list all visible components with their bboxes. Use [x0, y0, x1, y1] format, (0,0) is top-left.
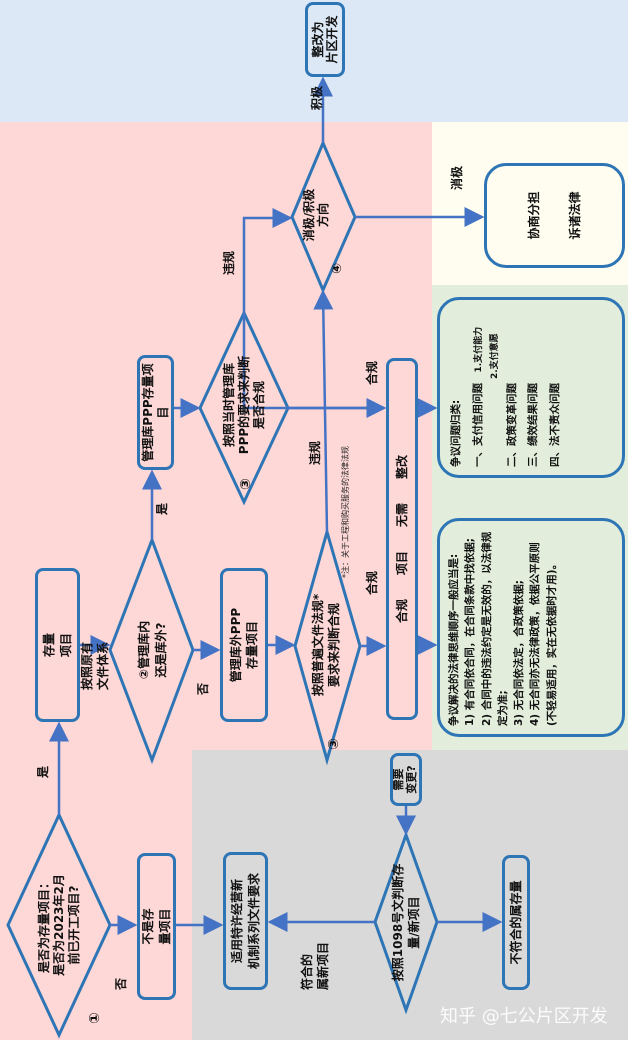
- label-no: 否: [114, 977, 128, 990]
- line: 存量: [42, 633, 57, 658]
- line: 前已开工项目?: [66, 885, 81, 965]
- sub: 1.支付能力: [473, 326, 484, 373]
- line: 属新项目: [315, 941, 330, 990]
- label-comply: 合规: [365, 570, 379, 595]
- watermark: 知乎 @七公片区开发: [440, 1006, 608, 1027]
- line: 2) 合同中的违法约定是无效的，以法律规定为准;: [480, 531, 509, 726]
- line: 诉诸法律: [568, 191, 583, 240]
- arrow: [242, 208, 293, 313]
- line: 存量项目: [245, 621, 259, 670]
- line: 合规 项目 无需 整改: [394, 455, 409, 624]
- label-comply: 合规: [365, 360, 379, 385]
- line: 整改为: [310, 21, 325, 58]
- line: 一、支付信用问题: [471, 383, 484, 467]
- q1-text: 是否为存量项目：是否为2023年2月前已开工项目?: [14, 835, 104, 1015]
- line: 项目: [58, 633, 73, 658]
- q3-general-text: 按照普遍文件法规*要求来判断合规: [300, 550, 352, 740]
- negotiate-box: 协商分担 诉诸法律: [484, 163, 625, 268]
- line: 按照原有: [80, 641, 94, 690]
- q3-footnote: *注：关于工程和购买服务的法律法规: [341, 446, 350, 578]
- line: 争议解决的法律思维顺序一般应当是:: [448, 553, 460, 726]
- title: 争议问题归类:: [450, 399, 462, 467]
- label-positive: 积极: [310, 85, 324, 110]
- sub: 2.支付意愿: [490, 333, 501, 379]
- inside-ppp-box: 管理库PPP存量项目: [137, 355, 174, 470]
- line: 量项目: [157, 908, 172, 945]
- line: 是否为存量项目：: [36, 877, 51, 974]
- line: 按照1098号文判断存: [390, 863, 405, 982]
- line: 符合的: [300, 953, 314, 990]
- q4-text: 消极/积极方向: [296, 170, 336, 260]
- arrow: [313, 289, 334, 533]
- dispute-order-box: 争议解决的法律思维顺序一般应当是: 1) 有合同依合同，在合同条款中找依据; 2…: [437, 518, 625, 737]
- need-change-box: 需要变更?: [390, 753, 422, 806]
- line: 管理库外PPP: [228, 607, 243, 683]
- label-negative: 消极: [450, 165, 464, 190]
- dispute-types-box: 争议问题归类: 一、支付信用问题 1.支付能力 2.支付意愿 二、政策变革问题 …: [437, 297, 625, 478]
- line: ②管理库内: [137, 620, 152, 680]
- line: 片区开发: [325, 15, 339, 64]
- line: 目: [155, 406, 170, 419]
- not-stock-box: 不是存量项目: [137, 853, 176, 1000]
- nonconform-stock-box: 不符合的属存量: [502, 855, 530, 990]
- line: 文件体系: [95, 641, 110, 690]
- line: 按照普遍文件法规*: [310, 593, 325, 697]
- line: 4) 无合同亦无法律政策，依据公平原则(不轻易适用，实在无依据时才用)。: [529, 542, 558, 726]
- line: 协商分担: [526, 191, 541, 240]
- line: 量/新项目: [407, 896, 421, 949]
- label-violate: 违规: [308, 440, 322, 465]
- step-number-4: ④: [330, 262, 345, 274]
- q1098-text: 按照1098号文判断存量/新项目: [380, 835, 432, 1010]
- line: 消极/积极: [301, 188, 316, 242]
- new-mechanism-box: 适用特许经营新机制系列文件要求: [223, 852, 268, 990]
- line: 还是库外?: [153, 622, 168, 678]
- item: 二、政策变革问题: [505, 383, 518, 467]
- q2-text: ②管理库内还是库外?: [125, 580, 180, 720]
- line: 要求来判断合规: [327, 603, 341, 688]
- line: 机制系列文件要求: [246, 873, 261, 970]
- line: 3) 无合同依法定，合政策依据;: [513, 580, 526, 726]
- line: PPP的要求来判断: [236, 355, 251, 455]
- line: 1) 有合同依合同，在合同条款中找依据;: [464, 538, 477, 726]
- item: 三、绩效结果问题: [527, 383, 540, 467]
- label-original-system: 按照原有文件体系: [80, 642, 111, 690]
- line: 不符合的属存量: [508, 880, 523, 965]
- label-yes: 是: [36, 765, 50, 778]
- line: 适用特许经营新: [230, 879, 245, 964]
- label-violate: 违规: [222, 250, 236, 275]
- stock-project-box: 存量项目: [35, 568, 80, 722]
- step-number-3: ③: [238, 478, 254, 490]
- line: 不是存: [141, 908, 156, 945]
- line: 按照当时管理库: [221, 363, 236, 448]
- line: 管理库PPP存量项: [141, 363, 156, 462]
- line: 变更?: [405, 765, 418, 794]
- label-yes: 是: [155, 502, 169, 515]
- item: 四、法不责众问题: [548, 383, 561, 467]
- line: 是否为2023年2月: [51, 874, 66, 976]
- rectify-box: 整改为片区开发: [305, 2, 345, 77]
- line: 方向: [316, 203, 330, 228]
- step-number-1: ①: [87, 1012, 103, 1024]
- compliant-box: 合规 项目 无需 整改: [386, 358, 418, 720]
- label-conform-new: 符合的属新项目: [300, 942, 331, 990]
- line: 是否合规: [251, 381, 266, 430]
- label-no: 否: [196, 682, 210, 695]
- step-number-3: ③: [326, 738, 342, 750]
- item: 一、支付信用问题 1.支付能力: [468, 308, 490, 467]
